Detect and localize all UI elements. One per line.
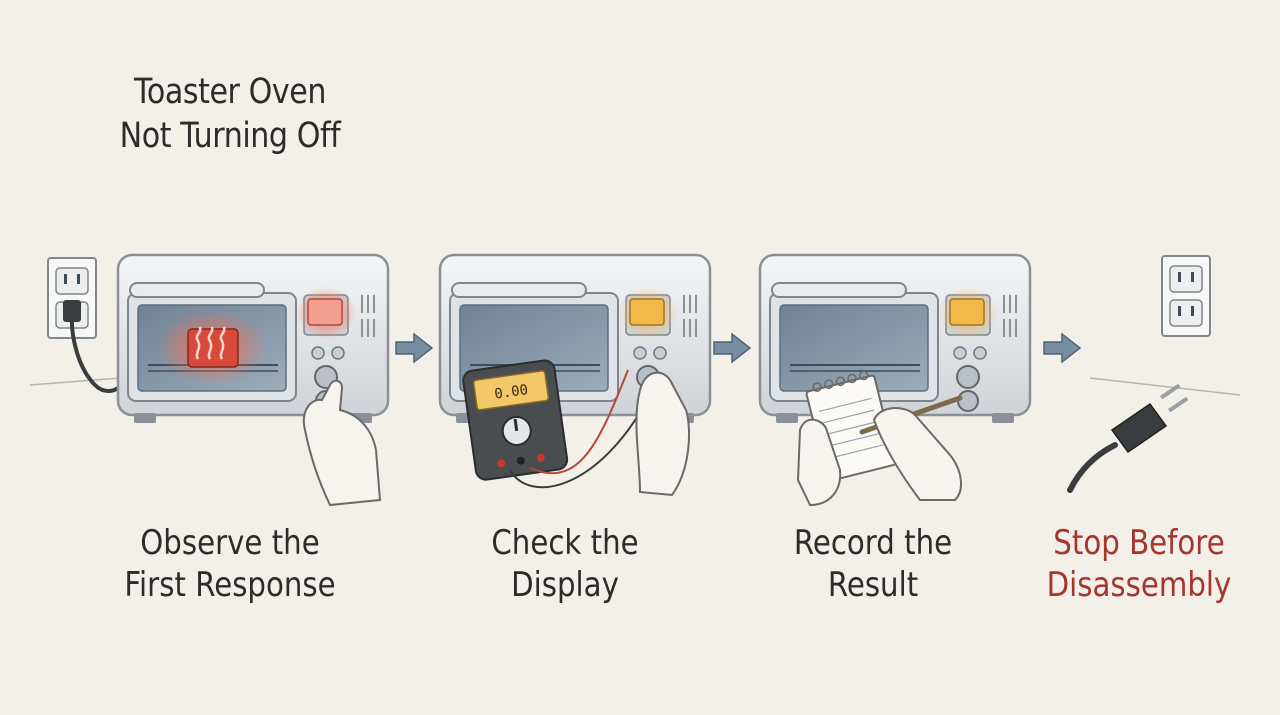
unplugged-cord-icon: [1067, 383, 1189, 493]
arrow-right-icon: [1043, 333, 1081, 363]
display-panel: [307, 298, 343, 326]
step-caption-line-2: First Response: [124, 565, 336, 605]
heat-waves-icon: [195, 326, 226, 360]
diagram-title: Toaster Oven Not Turning Off: [101, 70, 359, 158]
title-line-2: Not Turning Off: [119, 116, 341, 156]
step-1-caption: Observe the First Response: [118, 522, 342, 606]
step-caption-line-1: Record the: [793, 523, 953, 563]
step-caption-line-2: Result: [827, 565, 919, 605]
step-2-caption: Check the Display: [453, 522, 677, 606]
step-caption-line-1: Check the: [491, 523, 639, 563]
step-3-caption: Record the Result: [761, 522, 985, 606]
floor-line: [1089, 377, 1241, 396]
oven-icon: [758, 253, 1032, 425]
hand-icon: [302, 379, 382, 507]
oven-heating-icon: [116, 253, 390, 425]
step-1-illustration: [47, 253, 390, 507]
wall-outlet-icon: [1161, 255, 1211, 337]
hand-icon: [635, 371, 691, 497]
probe-lead-black: [509, 394, 651, 489]
plug-icon: [63, 300, 81, 322]
step-2-illustration: 0.00: [438, 253, 712, 497]
step-caption-line-1: Stop Before: [1053, 523, 1225, 563]
step-4-illustration: [1067, 255, 1211, 493]
title-line-1: Toaster Oven: [133, 72, 327, 112]
power-cord: [69, 309, 128, 393]
step-caption-line-2: Disassembly: [1046, 565, 1232, 605]
hand-icon: [872, 407, 962, 501]
meter-reading: 0.00: [494, 382, 530, 403]
display-panel: [629, 298, 665, 326]
multimeter-icon: 0.00: [462, 359, 569, 481]
step-caption-line-1: Observe the: [140, 523, 320, 563]
floor-line: [29, 377, 121, 386]
arrow-right-icon: [713, 333, 751, 363]
probe-lead-red: [529, 369, 629, 475]
step-3-illustration: [758, 253, 1032, 507]
arrow-right-icon: [395, 333, 433, 363]
oven-icon: [438, 253, 712, 425]
display-panel: [949, 298, 985, 326]
step-caption-line-2: Display: [511, 565, 619, 605]
step-4-caption: Stop Before Disassembly: [1027, 522, 1251, 606]
hand-icon: [796, 418, 842, 507]
